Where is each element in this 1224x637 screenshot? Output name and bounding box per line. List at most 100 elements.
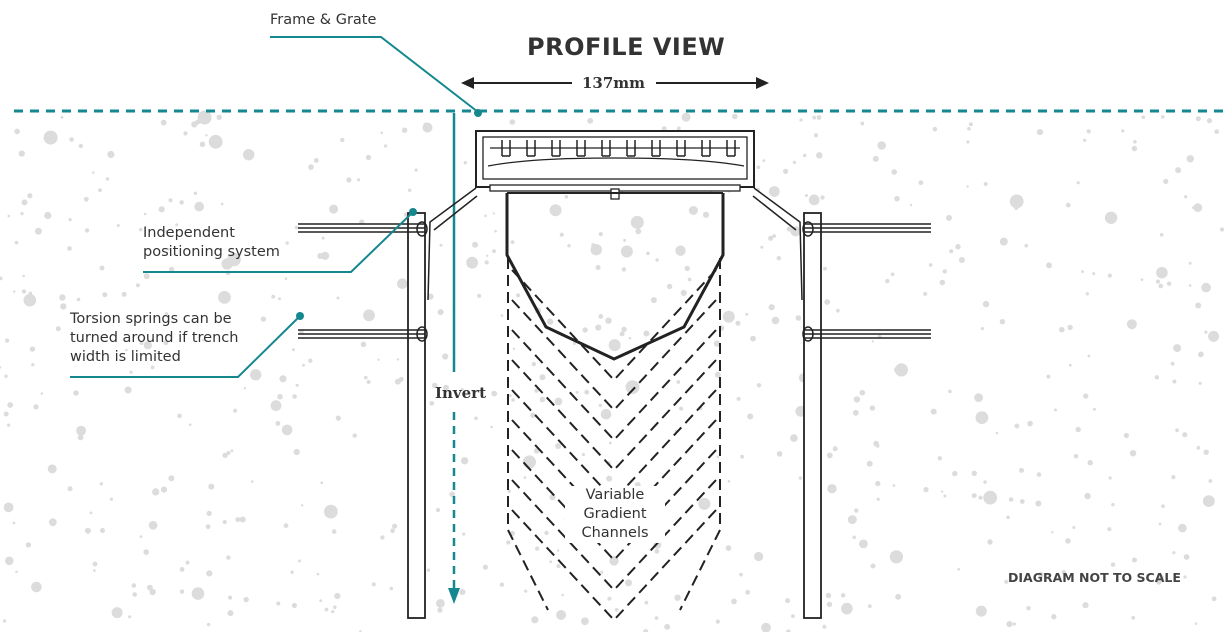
- soil-speckle: [587, 117, 594, 124]
- soil-speckle: [679, 406, 684, 411]
- soil-speckle: [923, 291, 928, 296]
- soil-speckle: [756, 165, 761, 170]
- soil-speckle: [316, 572, 320, 576]
- soil-speckle: [598, 403, 602, 408]
- soil-speckle: [34, 227, 42, 235]
- soil-speckle: [549, 560, 553, 564]
- soil-speckle: [702, 211, 710, 218]
- soil-speckle: [894, 195, 900, 202]
- soil-speckle: [89, 511, 93, 515]
- soil-speckle: [27, 193, 33, 199]
- soil-speckle: [206, 510, 212, 516]
- soil-speckle: [1019, 467, 1024, 473]
- soil-speckle: [872, 155, 879, 162]
- soil-speckle: [443, 384, 449, 391]
- soil-speckle: [554, 397, 563, 406]
- soil-speckle: [460, 388, 464, 392]
- soil-speckle: [1154, 375, 1160, 380]
- soil-speckle: [221, 258, 233, 270]
- soil-speckle: [392, 523, 398, 529]
- soil-speckle: [1123, 432, 1129, 439]
- channels-label-line: Gradient: [583, 506, 647, 522]
- soil-speckle: [278, 297, 281, 301]
- soil-speckle: [331, 529, 337, 534]
- soil-speckle: [549, 494, 556, 501]
- soil-speckle: [14, 128, 20, 135]
- soil-speckle: [531, 616, 539, 624]
- soil-speckle: [276, 601, 281, 606]
- soil-speckle: [474, 416, 478, 421]
- soil-speckle: [1141, 115, 1146, 119]
- soil-speckle: [128, 615, 132, 619]
- soil-speckle: [836, 308, 840, 313]
- soil-speckle: [1195, 116, 1201, 122]
- soil-speckle: [873, 440, 879, 447]
- soil-speckle: [1158, 283, 1164, 289]
- soil-speckle: [84, 228, 90, 233]
- soil-speckle: [1107, 527, 1112, 532]
- soil-speckle: [1083, 138, 1087, 142]
- soil-speckle: [598, 314, 604, 319]
- soil-speckle: [854, 508, 859, 513]
- soil-speckle: [1086, 129, 1091, 134]
- soil-speckle: [768, 304, 775, 311]
- soil-speckle: [785, 598, 791, 604]
- soil-speckle: [1198, 381, 1202, 385]
- soil-speckle: [179, 567, 185, 572]
- soil-speckle: [983, 480, 987, 484]
- soil-speckle: [783, 168, 789, 174]
- soil-speckle: [561, 593, 564, 597]
- soil-speckle: [681, 112, 691, 122]
- soil-speckle: [826, 601, 833, 608]
- soil-speckle: [847, 515, 857, 525]
- soil-speckle: [731, 598, 737, 605]
- soil-speckle: [40, 392, 44, 395]
- soil-speckle: [68, 218, 72, 222]
- soil-speckle: [250, 480, 254, 483]
- soil-speckle: [111, 607, 123, 619]
- soil-speckle: [76, 297, 81, 302]
- positioning-label-line: Independent: [143, 225, 235, 241]
- soil-speckle: [175, 223, 179, 227]
- soil-speckle: [859, 539, 868, 549]
- soil-speckle: [243, 149, 255, 161]
- soil-speckle: [760, 245, 764, 249]
- soil-speckle: [808, 194, 820, 206]
- soil-speckle: [698, 497, 711, 510]
- soil-speckle: [160, 486, 168, 493]
- soil-speckle: [664, 623, 671, 630]
- positioning-label: Independent positioning system: [143, 224, 280, 262]
- soil-speckle: [885, 278, 890, 284]
- soil-speckle: [982, 300, 990, 308]
- soil-speckle: [99, 482, 104, 486]
- soil-speckle: [870, 563, 876, 569]
- soil-speckle: [490, 425, 493, 429]
- soil-speckle: [334, 592, 341, 600]
- soil-speckle: [188, 423, 192, 427]
- soil-speckle: [768, 235, 774, 241]
- soil-speckle: [804, 194, 808, 197]
- soil-speckle: [7, 214, 11, 218]
- soil-speckle: [152, 488, 160, 496]
- soil-speckle: [477, 293, 482, 298]
- torsion-springs-label-line: Torsion springs can be: [70, 311, 232, 327]
- soil-speckle: [1110, 562, 1116, 567]
- soil-speckle: [308, 358, 313, 363]
- soil-speckle: [674, 594, 681, 601]
- soil-speckle: [191, 587, 205, 600]
- soil-speckle: [932, 126, 938, 132]
- soil-speckle: [756, 383, 762, 388]
- soil-speckle: [1012, 622, 1016, 626]
- soil-speckle: [285, 241, 289, 245]
- soil-speckle: [975, 605, 987, 617]
- soil-speckle: [675, 245, 686, 256]
- soil-speckle: [1061, 570, 1066, 575]
- soil-speckle: [320, 481, 324, 485]
- leader-dots: [296, 109, 482, 320]
- soil-speckle: [102, 292, 108, 298]
- soil-speckle: [877, 141, 886, 150]
- soil-speckle: [940, 490, 944, 493]
- soil-speckle: [14, 240, 19, 245]
- soil-speckle: [284, 277, 288, 281]
